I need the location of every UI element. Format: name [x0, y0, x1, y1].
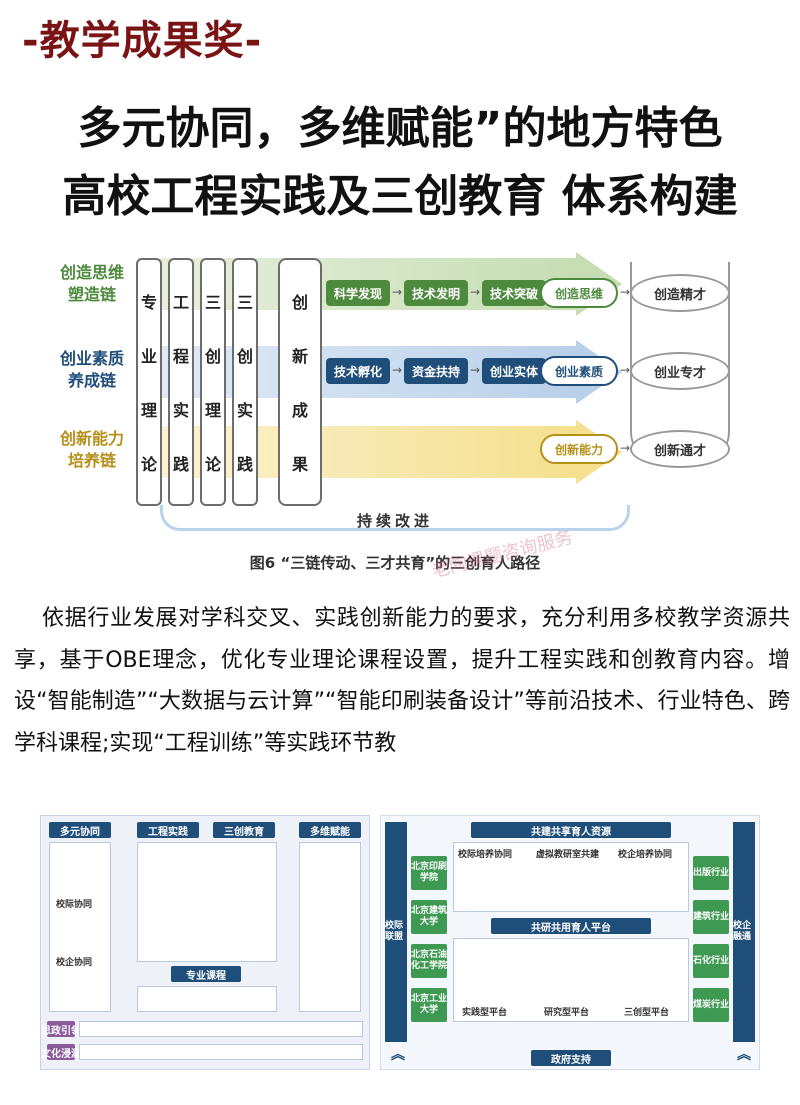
panel-platform: 实践型平台 研究型平台 三创型平台 [453, 938, 689, 1022]
header-shared-resources: 共建共享育人资源 [471, 822, 671, 838]
title-line-2: 高校工程实践及三创教育 体系构建 [62, 171, 738, 222]
watermark: 老陶课题咨询服务 [429, 526, 575, 583]
panel-courses [137, 986, 277, 1012]
outcome-innovation: 创新能力 [540, 434, 618, 464]
column-innovation-theory: 三创理论 [200, 258, 226, 506]
step-tech-breakthrough: 技术突破 [482, 280, 546, 306]
center-professional-courses: 专业课程 [171, 966, 241, 982]
chevron-left-icon: ︽ [391, 1047, 405, 1063]
column-engineering-practice: 工程实践 [168, 258, 194, 506]
panel-center [137, 842, 277, 962]
talent-entrepreneurial: 创业专才 [630, 352, 730, 390]
award-tag: -教学成果奖- [22, 18, 263, 64]
school-item-4: 北京工业大学 [411, 988, 447, 1022]
header-engineering: 工程实践 [137, 822, 199, 838]
outcome-thinking: 创造思维 [540, 278, 618, 308]
talent-creative: 创造精才 [630, 274, 730, 312]
step-tech-invention: 技术发明 [404, 280, 468, 306]
panel-right [299, 842, 361, 1012]
chevron-right-icon: ︽ [737, 1047, 751, 1063]
header-three-innovation: 三创教育 [213, 822, 275, 838]
bar-school-alliance: 校际联盟 [385, 822, 407, 1042]
school-item-3: 北京石油化工学院 [411, 944, 447, 978]
footer-government-support: 政府支持 [531, 1050, 611, 1066]
header-multi-collab: 多元协同 [49, 822, 111, 838]
chain-label-innovation: 创新能力培养链 [59, 429, 124, 470]
column-professional-theory: 专业理论 [136, 258, 162, 506]
step-tech-incubation: 技术孵化 [326, 358, 390, 384]
talent-innovative: 创新通才 [630, 430, 730, 468]
panel-left: 校际协同 校企协同 [49, 842, 111, 1012]
chain-label-entrepreneurship: 创业素质养成链 [59, 349, 124, 390]
row-culture: 文化浸润 [41, 1044, 81, 1060]
school-item-1: 北京印刷学院 [411, 856, 447, 890]
step-funding-support: 资金扶持 [404, 358, 468, 384]
outcome-entrepreneurship: 创业素质 [540, 356, 618, 386]
figure-caption: 图6 “三链传动、三才共育”的三创育人路径 [249, 554, 541, 572]
row-ideology: 思政引领 [41, 1021, 81, 1037]
industry-item-3: 石化行业 [693, 944, 729, 978]
header-multi-empower: 多维赋能 [299, 822, 361, 838]
figure-6-diagram: 创造思维塑造链 创业素质养成链 创新能力培养链 专业理论 工程实践 三创理论 三… [50, 240, 740, 590]
multi-collaboration-diagram: 多元协同 工程实践 三创教育 多维赋能 校际协同 校企协同 专业课程 思政引领 … [40, 815, 370, 1070]
bar-enterprise: 校企融通 [733, 822, 755, 1042]
industry-item-2: 建筑行业 [693, 900, 729, 934]
continuous-improvement-label: 持续改进 [356, 512, 433, 530]
step-business-entity: 创业实体 [482, 358, 546, 384]
industry-item-4: 煤炭行业 [693, 988, 729, 1022]
continuous-improvement-loop [160, 505, 630, 531]
shared-resources-diagram: 共建共享育人资源 校际联盟 校企融通 北京印刷学院 北京建筑大学 北京石油化工学… [380, 815, 760, 1070]
step-science-discovery: 科学发现 [326, 280, 390, 306]
header-platform: 共研共用育人平台 [491, 918, 651, 934]
column-innovation-practice: 三创实践 [232, 258, 258, 506]
chain-label-thinking: 创造思维塑造链 [59, 263, 124, 304]
column-innovation-results: 创新成果 [278, 258, 322, 506]
industry-item-1: 出版行业 [693, 856, 729, 890]
talent-cylinder [630, 262, 730, 462]
school-item-2: 北京建筑大学 [411, 900, 447, 934]
title-line-1: 多元协同，多维赋能”的地方特色 [77, 103, 723, 154]
panel-modules: 校际培养协同 虚拟教研室共建 校企培养协同 [453, 842, 689, 912]
body-paragraph: 依据行业发展对学科交叉、实践创新能力的要求，充分利用多校教学资源共享，基于OBE… [14, 606, 790, 756]
